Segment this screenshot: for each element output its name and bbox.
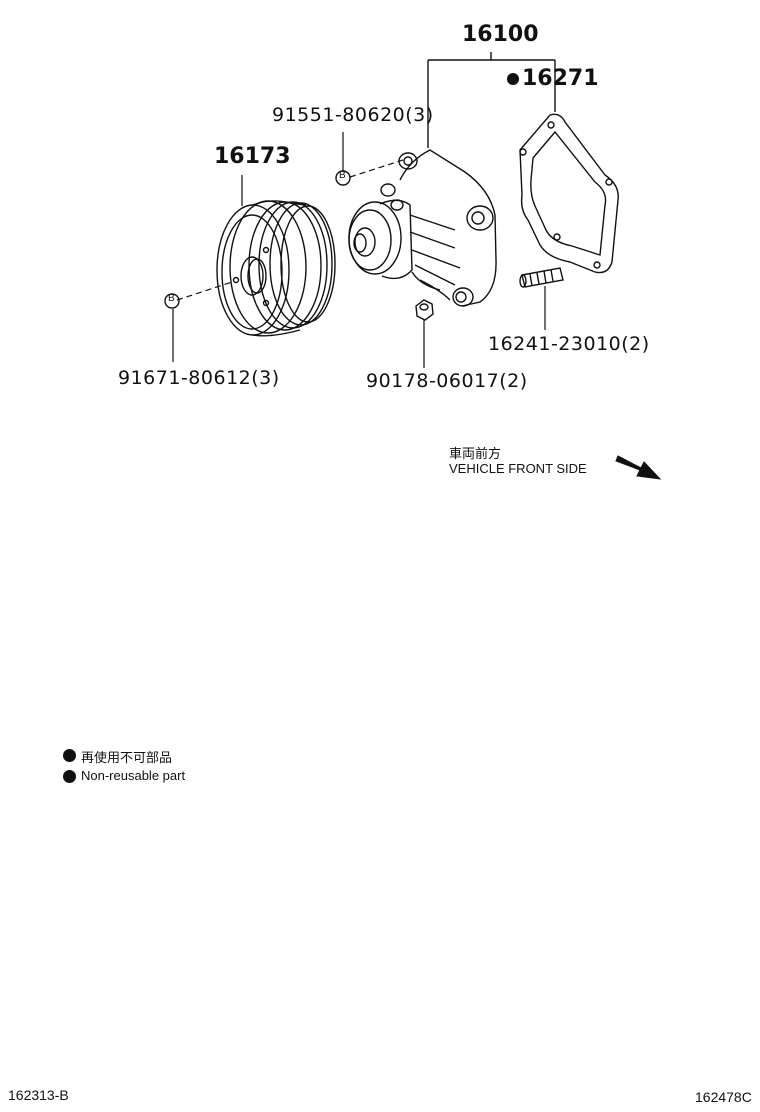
non-reusable-dot-icon <box>507 73 519 85</box>
water-pump-drawing <box>348 149 497 307</box>
front-arrow-icon <box>615 455 662 480</box>
legend-dot-icon-japanese <box>63 749 76 762</box>
part-number-stud: 16241-23010(2) <box>488 333 650 355</box>
part-number-water-pump: 16100 <box>462 22 539 47</box>
bolt-marker-pulley <box>164 293 180 309</box>
stud-drawing <box>519 267 564 288</box>
bolt-marker-label-pulley: B <box>168 293 175 304</box>
gasket-drawing <box>519 113 619 274</box>
leader-lines <box>172 132 546 368</box>
footer-code-left: 162313-B <box>8 1087 69 1103</box>
part-number-pulley: 16173 <box>214 144 291 169</box>
part-number-gasket: 16271 <box>507 66 599 91</box>
footer-code-right: 162478C <box>695 1089 752 1105</box>
part-number-bolt-pump: 91551-80620(3) <box>272 104 434 126</box>
bolt-marker-pump <box>335 170 351 186</box>
direction-label-english: VEHICLE FRONT SIDE <box>449 461 587 476</box>
nut-drawing <box>415 299 434 321</box>
pulley-drawing <box>216 200 336 337</box>
direction-label-japanese: 車両前方 <box>449 447 502 462</box>
bolt-marker-label-pump: B <box>339 170 346 181</box>
part-number-gasket-text: 16271 <box>522 66 599 91</box>
part-number-bolt-pulley: 91671-80612(3) <box>118 367 280 389</box>
legend-label-japanese: 再使用不可部品 <box>81 751 173 766</box>
legend-label-english: Non-reusable part <box>81 768 186 783</box>
legend-dot-icon-english <box>63 770 76 783</box>
assembly-bracket <box>427 52 556 148</box>
part-number-nut: 90178-06017(2) <box>366 370 528 392</box>
